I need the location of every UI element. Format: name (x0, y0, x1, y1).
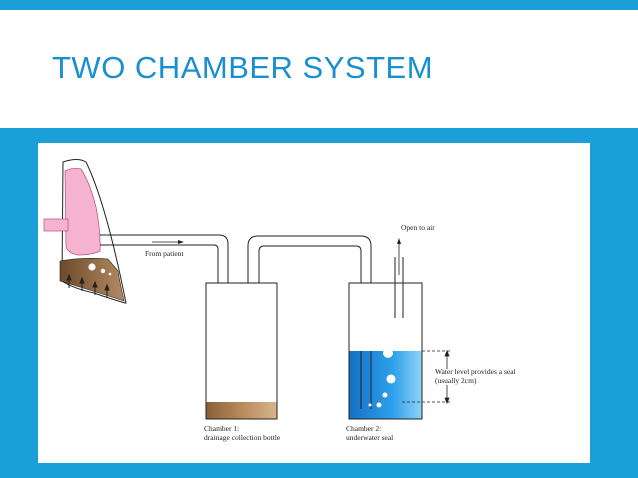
open-to-air-label: Open to air (401, 223, 435, 232)
upward-arrows (66, 273, 110, 298)
water-seal (349, 351, 422, 419)
flow-arrow (152, 240, 184, 244)
chamber-1-description: drainage collection bottle (204, 433, 281, 442)
air-bubble (100, 268, 106, 274)
connecting-tube (247, 235, 372, 408)
chamber-2-label: Chamber 2: (346, 424, 381, 433)
air-bubble (88, 263, 96, 271)
trachea-shape (43, 218, 69, 232)
chamber-2-description: underwater seal (346, 433, 393, 442)
drainage-fluid (206, 402, 277, 419)
lung-shape (64, 167, 101, 256)
chamber-1-label: Chamber 1: (204, 424, 239, 433)
diagram-card: From patient Open to air Water level pro… (38, 143, 590, 463)
chamber-1-bottle (205, 282, 278, 420)
water-bubbles (368, 348, 396, 408)
water-level-label: Water level provides a seal (435, 367, 516, 376)
vent-tube (394, 257, 404, 318)
from-patient-label: From patient (145, 249, 184, 258)
air-out-arrow (397, 238, 401, 275)
two-chamber-diagram: From patient Open to air Water level pro… (43, 159, 516, 442)
water-level-sublabel: (usually 2cm) (435, 376, 477, 385)
tube-from-patient (100, 234, 229, 298)
patient-chest (43, 159, 127, 304)
water-level-indicator (402, 349, 450, 405)
slide-title: TWO CHAMBER SYSTEM (52, 50, 434, 85)
top-accent-bar (0, 0, 638, 10)
air-bubble (108, 272, 112, 276)
